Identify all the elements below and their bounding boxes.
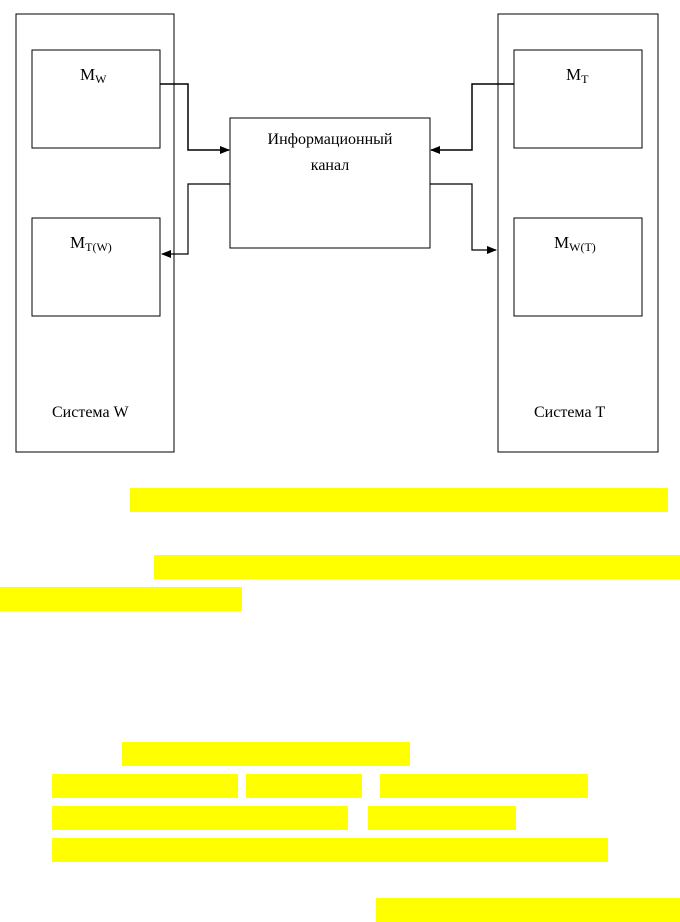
highlight-bar bbox=[246, 774, 362, 798]
highlight-bar bbox=[52, 774, 238, 798]
model-w-label: MW bbox=[80, 65, 107, 86]
highlight-bar bbox=[368, 806, 516, 830]
system-t-label: Система T bbox=[534, 404, 606, 421]
system-w-box bbox=[15, 13, 175, 453]
arrow-mt-to-channel bbox=[430, 83, 514, 154]
system-w-label: Система W bbox=[52, 404, 130, 421]
model-w-in-t-box bbox=[513, 217, 643, 317]
model-t-box bbox=[513, 49, 643, 149]
channel-label-line2: канал bbox=[311, 157, 349, 174]
highlight-bar bbox=[122, 742, 410, 766]
information-exchange-diagram: MW MT(W) Система W MT MW(T) Система T Ин… bbox=[15, 13, 659, 453]
model-t-in-w-label: MT(W) bbox=[70, 233, 112, 254]
channel-label-line1: Информационный bbox=[268, 131, 393, 148]
model-t-in-w-box bbox=[31, 217, 161, 317]
information-channel-box bbox=[229, 117, 431, 249]
arrow-channel-to-mtw bbox=[161, 183, 230, 258]
model-w-box bbox=[31, 49, 161, 149]
highlight-bar bbox=[376, 898, 680, 922]
highlight-bar bbox=[154, 555, 680, 579]
highlight-bar bbox=[0, 587, 242, 611]
arrow-mw-to-channel bbox=[160, 83, 230, 154]
highlight-bar bbox=[380, 774, 588, 798]
model-w-in-t-label: MW(T) bbox=[554, 233, 596, 254]
model-t-label: MT bbox=[566, 65, 589, 86]
system-t-box bbox=[497, 13, 659, 453]
highlight-bar bbox=[52, 838, 608, 862]
highlight-bar bbox=[130, 488, 668, 512]
highlight-bar bbox=[52, 806, 348, 830]
arrow-channel-to-mwt bbox=[430, 183, 497, 254]
